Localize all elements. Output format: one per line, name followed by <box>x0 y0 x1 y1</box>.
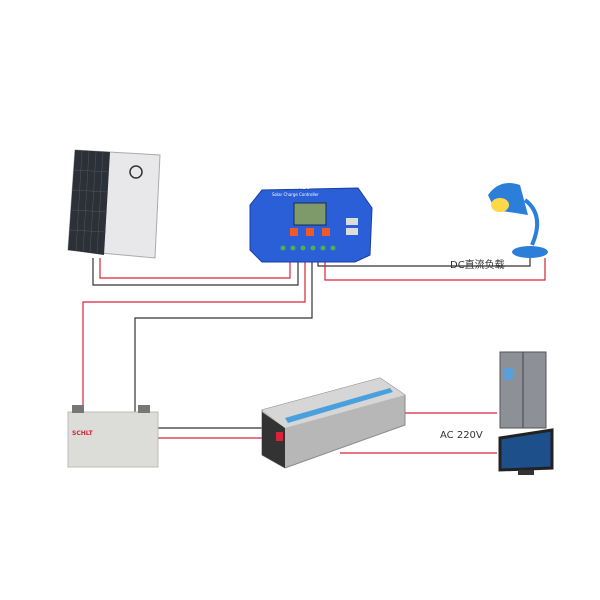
panel-positive-wire <box>99 258 291 279</box>
ac-label: AC 220V <box>440 430 483 441</box>
television <box>498 428 554 475</box>
panel-negative-wire <box>92 258 299 286</box>
junction-box-icon <box>129 165 143 179</box>
battery-brand: SCHLT <box>72 430 93 437</box>
battery-negative-wire <box>134 262 313 420</box>
dc-load-label: DC直流负载 <box>450 260 505 271</box>
battery <box>67 405 159 468</box>
dc-lamp <box>488 182 548 258</box>
load-positive-wire <box>324 258 546 281</box>
battery-positive-wire <box>82 262 306 418</box>
inverter <box>261 377 406 469</box>
solar-panel <box>67 149 161 259</box>
load-negative-wire <box>317 258 531 267</box>
controller-subtitle: Solar Charge Controller <box>272 192 319 197</box>
controller-model: PWM20 <box>285 184 311 191</box>
charge-controller <box>249 187 373 263</box>
refrigerator <box>499 351 547 429</box>
